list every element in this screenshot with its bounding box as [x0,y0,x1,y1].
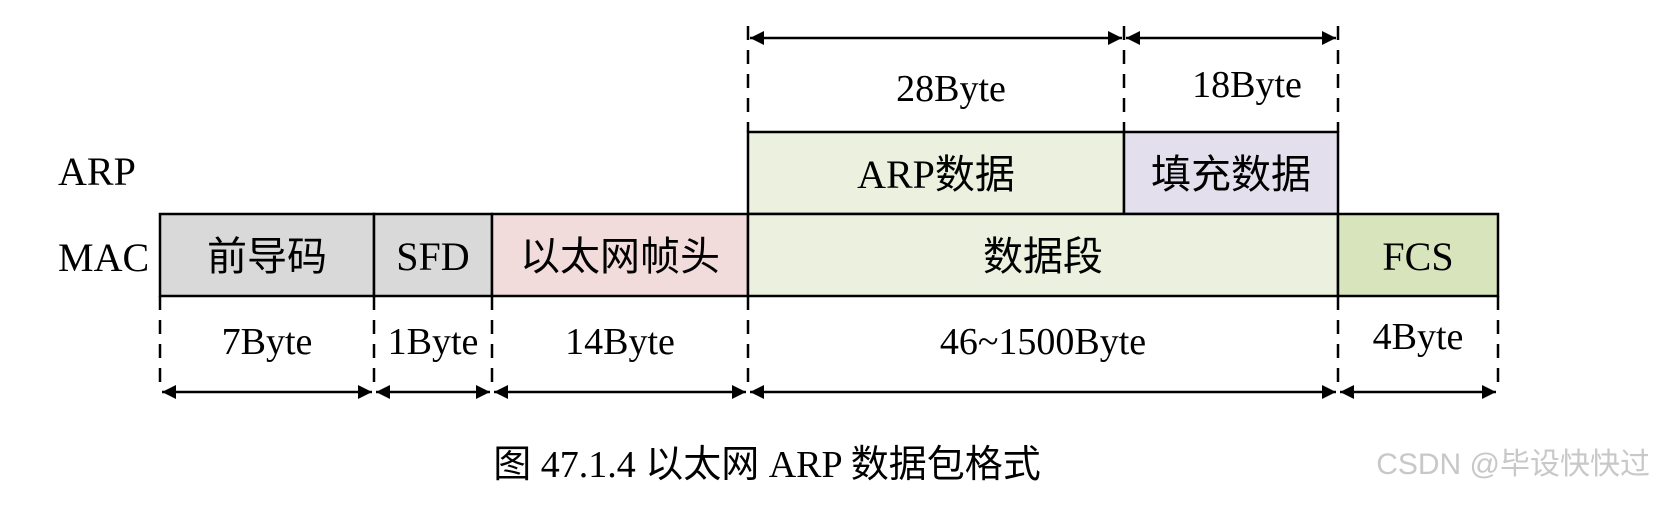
ethernet-header-size: 14Byte [565,321,675,363]
arp-data-size: 28Byte [896,68,1006,110]
padding-data-label: 填充数据 [1151,152,1311,197]
arp-data-box [746,130,1126,216]
data-segment-size: 46~1500Byte [940,321,1146,363]
bottom-dashed-boundaries [158,296,1500,392]
fcs-box [1336,212,1500,298]
preamble-label: 前导码 [207,234,327,279]
padding-data-size: 18Byte [1192,64,1302,106]
top-dashed-boundaries [746,26,1340,132]
preamble-size: 7Byte [222,321,313,363]
fcs-size: 4Byte [1373,316,1464,358]
sfd-label: SFD [396,234,469,279]
ethernet-header-label: 以太网帧头 [520,234,720,279]
ethernet-header-box [490,212,750,298]
arp-data-label: ARP数据 [857,152,1015,197]
watermark: CSDN @毕设快快过 [1376,448,1650,481]
preamble-box [158,212,376,298]
data-segment-box [746,212,1340,298]
padding-data-box [1122,130,1340,216]
fcs-label: FCS [1382,234,1453,279]
figure-caption: 图 47.1.4 以太网 ARP 数据包格式 [493,444,1041,486]
data-segment-label: 数据段 [983,234,1103,279]
arp-row-label: ARP [58,149,136,194]
sfd-size: 1Byte [388,321,479,363]
mac-row-label: MAC [58,235,149,280]
